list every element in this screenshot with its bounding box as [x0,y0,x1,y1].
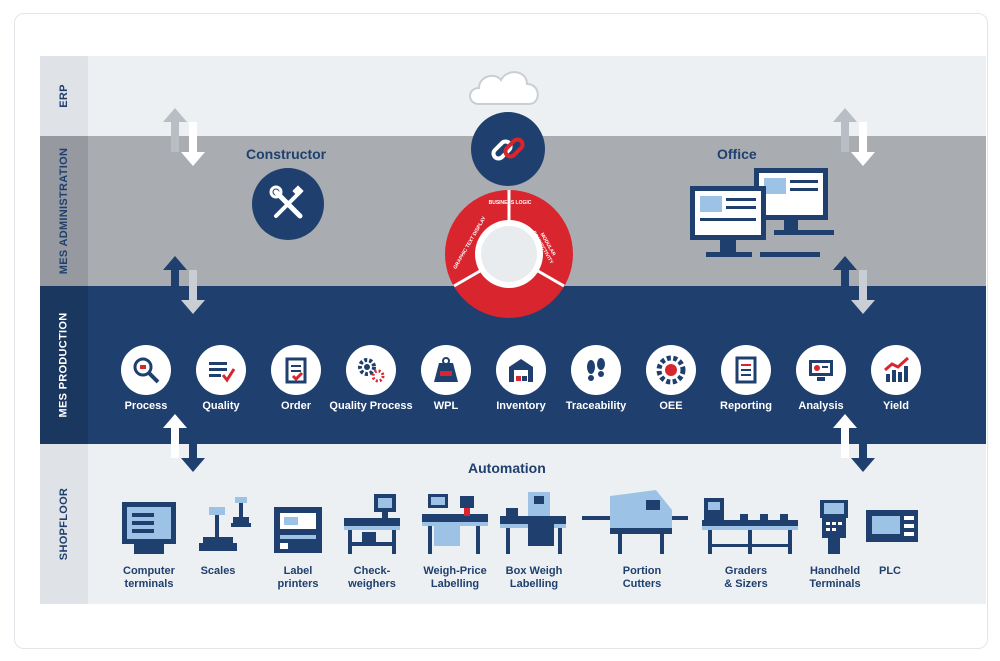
yield-chart-icon [884,356,910,382]
wrench-screwdriver-icon [252,168,324,240]
gears-icon [358,358,385,383]
arrows-prod-shop-right-icon [833,414,875,472]
shopfloor-layer-label: SHOPFLOOR [40,444,88,604]
erp-layer-label: ERP [40,56,88,136]
scales-icon [199,497,251,551]
arrows-admin-prod-right-icon [833,256,875,314]
module-quality: Quality [176,345,266,412]
link-icon [471,112,545,186]
arrows-prod-shop-left-icon [163,414,205,472]
label-printer-icon [274,507,322,553]
module-oee: OEE [626,345,716,412]
quality-check-icon [209,362,236,383]
office-label: Office [717,146,757,162]
office-computers-icon [690,168,834,257]
box-weigh-labeller-icon [500,492,566,554]
production-layer-label: MES PRODUCTION [40,286,88,444]
weigh-price-labeller-icon [422,494,488,554]
arrows-erp-admin-right-icon [833,108,875,166]
center-ring [445,190,573,318]
ring-segment-1: BUSINESS LOGIC [488,200,532,206]
module-yield: Yield [851,345,941,412]
footprints-icon [587,358,605,381]
constructor-label: Constructor [246,146,327,162]
device-checkweighers: Check-weighers [348,565,396,590]
device-scales: Scales [200,565,236,577]
module-inventory: Inventory [476,345,566,412]
module-order: Order [251,345,341,412]
checkweigher-icon [344,494,400,554]
cloud-icon [469,71,539,105]
plc-icon [866,510,918,542]
module-wpl: WPL [401,345,491,412]
frame [14,13,988,649]
arrows-erp-admin-left-icon [163,108,205,166]
analysis-monitor-icon [809,360,833,381]
admin-layer-label: MES ADMINISTRATION [40,136,88,286]
module-analysis: Analysis [776,345,866,412]
module-reporting: Reporting [701,345,791,412]
automation-label: Automation [468,460,546,476]
arrows-admin-prod-left-icon [163,256,205,314]
module-process: Process [101,345,191,412]
device-graders-sizers: Graders& Sizers [724,565,768,590]
oee-gear-icon [656,355,686,385]
warehouse-icon [509,359,533,382]
grader-sizer-icon [702,498,798,554]
weight-icon [434,357,458,382]
device-plc: PLC [879,565,901,577]
report-document-icon [735,356,757,384]
order-clipboard-icon [285,357,307,384]
module-traceability: Traceability [551,345,641,412]
computer-terminal-icon [122,502,176,554]
process-search-icon [133,357,160,384]
portion-cutter-icon [582,490,688,554]
module-quality-process: Quality Process [326,345,416,412]
handheld-terminal-icon [820,500,848,554]
